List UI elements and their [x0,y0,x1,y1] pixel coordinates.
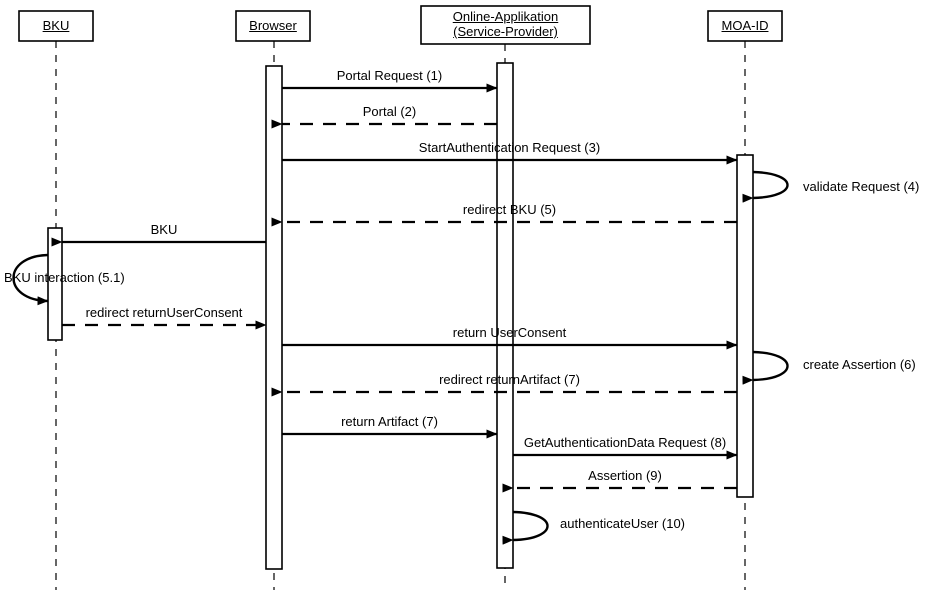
message-label-9: GetAuthenticationData Request (8) [523,435,727,450]
act-bku [47,227,63,341]
participant-box-bku[interactable] [18,10,94,42]
message-label-52: redirect returnUserConsent [85,305,243,320]
participant-box-browser[interactable] [235,10,311,42]
message-label-51: BKU [150,222,178,237]
message-label-1: Portal Request (1) [336,68,443,83]
message-label-8: return Artifact (7) [341,414,438,429]
self-message-label-4: validate Request (4) [803,179,920,194]
participant-label-browser: Browser [249,17,297,33]
self-message-label-6: create Assertion (6) [803,357,916,372]
participant-label-sp: Online-Applikation (Service-Provider) [452,9,559,39]
message-label-10: Assertion (9) [588,468,662,483]
participant-box-moaid[interactable] [707,10,783,42]
self-message-arrow-6 [742,350,789,385]
self-message-label-10: authenticateUser (10) [560,516,686,531]
participant-box-sp[interactable] [420,5,591,45]
act-browser [265,65,283,570]
self-message-arrow-51 [12,253,49,306]
participant-label-moaid: MOA-ID [721,17,769,33]
message-label-5: redirect BKU (5) [462,202,557,217]
act-sp [496,62,514,569]
participant-label-bku: BKU [42,17,70,33]
self-message-arrow-4 [742,170,789,203]
message-label-6: return UserConsent [452,325,567,340]
message-label-2: Portal (2) [362,104,417,119]
self-message-arrow-10 [502,510,549,545]
message-label-7: redirect returnArtifact (7) [439,372,580,387]
message-label-3: StartAuthentication Request (3) [418,140,601,155]
act-moaid [736,154,754,498]
self-message-label-51: BKU interaction (5.1) [4,270,125,285]
